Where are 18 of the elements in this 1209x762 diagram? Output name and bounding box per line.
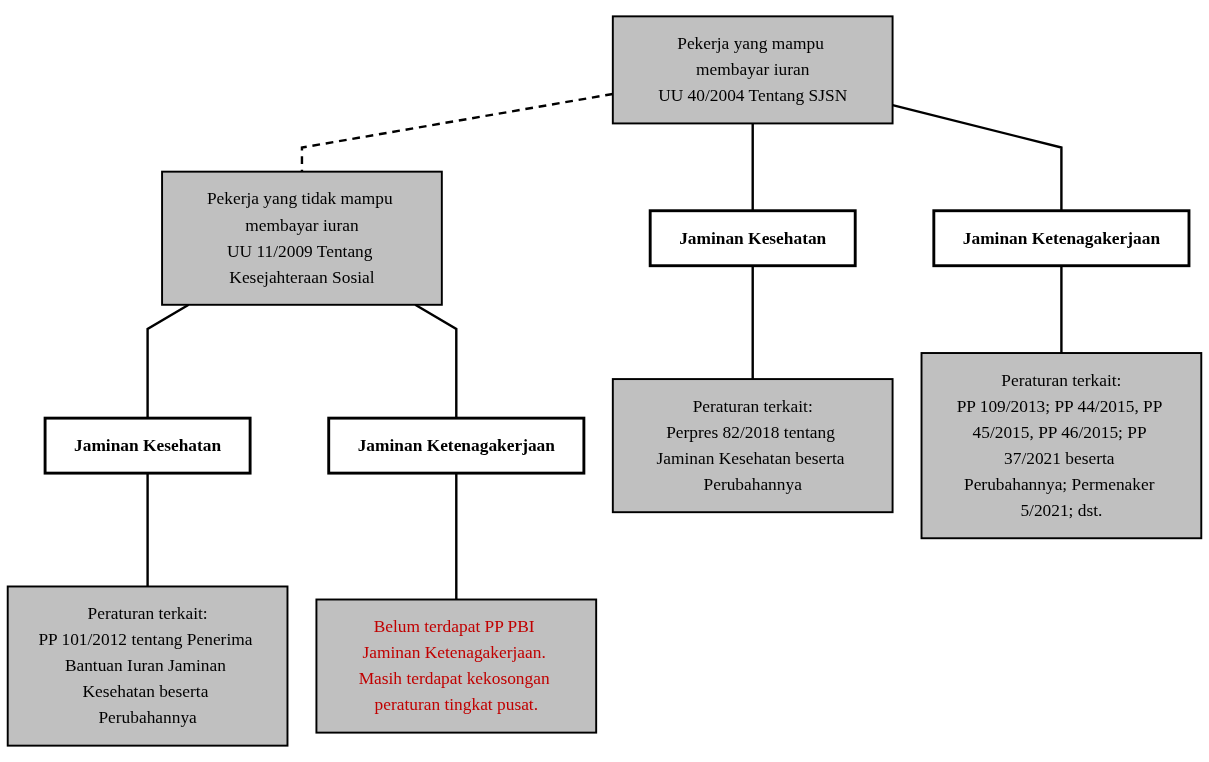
node-box: Pekerja yang mampu membayar iuran UU 40/2004 Tentang SJSN: [611, 15, 894, 125]
connector: [1060, 265, 1063, 353]
node-box: Peraturan terkait: PP 109/2013; PP 44/2015, PP 45/2015, PP 46/2015; PP 37/2021 beserta Perubahannya; Permenaker 5/2021; dst.: [920, 352, 1203, 540]
connector: [146, 473, 149, 587]
node-box: Belum terdapat PP PBI Jaminan Ketenagakerjaan. Masih terdapat kekosongan peraturan tingkat pusat.: [315, 598, 598, 734]
node-box: Peraturan terkait: PP 101/2012 tentang Penerima Bantuan Iuran Jaminan Kesehatan beserta Perubahannya: [6, 585, 289, 747]
node-box: Jaminan Kesehatan: [43, 416, 252, 475]
node-box: Peraturan terkait: Perpres 82/2018 tentang Jaminan Kesehatan beserta Perubahannya: [611, 378, 894, 514]
connector: [455, 473, 458, 600]
node-box: Jaminan Ketenagakerjaan: [327, 416, 586, 475]
node-box: Jaminan Kesehatan: [648, 209, 857, 268]
connector: [892, 103, 1063, 211]
connector: [146, 303, 190, 419]
connector: [751, 123, 754, 211]
node-box: Pekerja yang tidak mampu membayar iuran UU 11/2009 Tentang Kesejahteraan Sosial: [161, 170, 443, 306]
connector: [751, 265, 754, 380]
connector: [414, 303, 458, 419]
node-box: Jaminan Ketenagakerjaan: [932, 209, 1191, 268]
